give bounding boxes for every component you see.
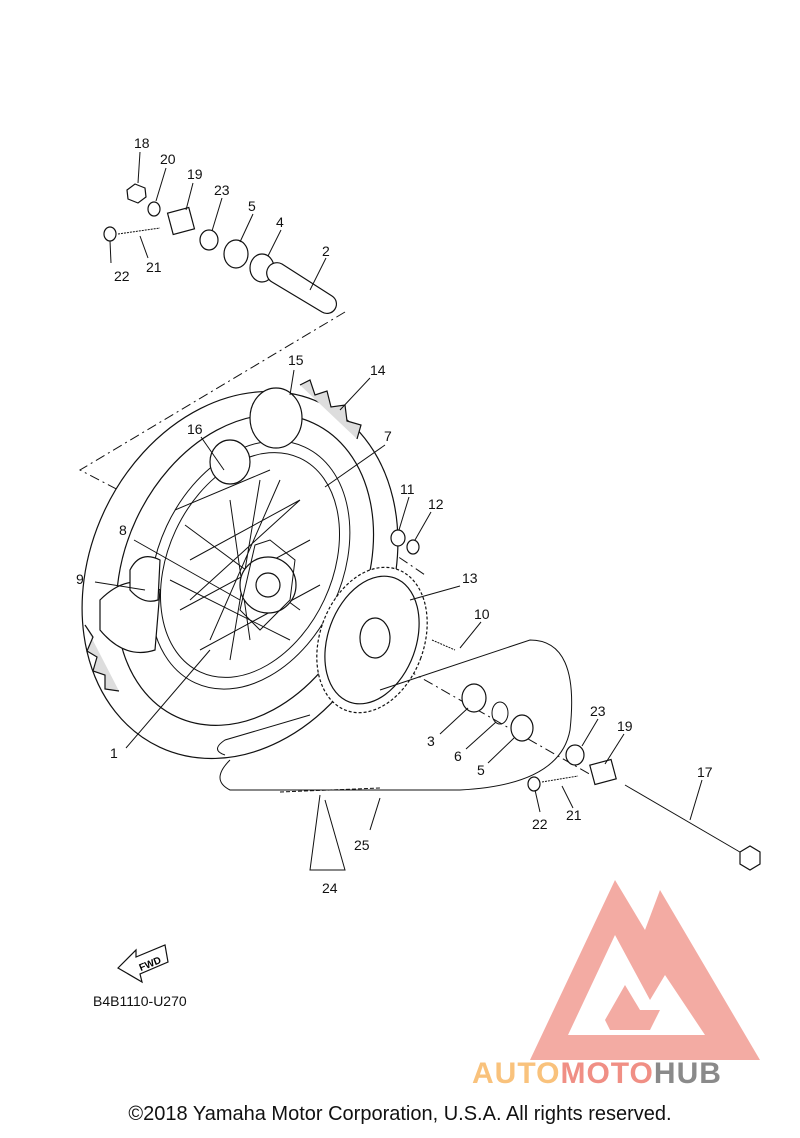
- automotohub-wordmark: AUTOMOTOHUB: [472, 1057, 722, 1091]
- callout-21-top: 21: [146, 259, 162, 275]
- drive-chain: [217, 639, 573, 793]
- callout-13: 13: [462, 570, 478, 586]
- fwd-arrow-icon: FWD: [117, 944, 169, 984]
- automotohub-logo: [530, 880, 760, 1060]
- callout-20: 20: [160, 151, 176, 167]
- top-axle-parts: [103, 183, 338, 315]
- callout-21-bottom: 21: [566, 807, 582, 823]
- callout-numbers: 18 20 19 23 5 4 2 21 22 15 14 16 7 11 12…: [76, 135, 713, 896]
- callout-19-bottom: 19: [617, 718, 633, 734]
- callout-1: 1: [110, 745, 118, 761]
- callout-19-top: 19: [187, 166, 203, 182]
- callout-17: 17: [697, 764, 713, 780]
- callout-23-top: 23: [214, 182, 230, 198]
- callout-6: 6: [454, 748, 462, 764]
- callout-15: 15: [288, 352, 304, 368]
- callout-3: 3: [427, 733, 435, 749]
- callout-12: 12: [428, 496, 444, 512]
- leader-lines: [94, 151, 703, 871]
- sprocket: [316, 566, 428, 714]
- callout-11: 11: [400, 481, 415, 497]
- callout-9: 9: [76, 571, 84, 587]
- drawing-code: B4B1110-U270: [93, 993, 187, 1009]
- callout-8: 8: [119, 522, 127, 538]
- callout-10: 10: [474, 606, 490, 622]
- brand-hub: HUB: [653, 1057, 722, 1090]
- brand-auto: AUTO: [472, 1057, 561, 1090]
- callout-5-bottom: 5: [477, 762, 485, 778]
- callout-5-top: 5: [248, 198, 256, 214]
- callout-22-bottom: 22: [532, 816, 548, 832]
- callout-18: 18: [134, 135, 150, 151]
- callout-22-top: 22: [114, 268, 130, 284]
- brand-moto: MOTO: [560, 1057, 654, 1090]
- hub-parts: [99, 387, 303, 654]
- bottom-axle-parts: [390, 529, 761, 871]
- callout-23-bottom: 23: [590, 703, 606, 719]
- callout-4: 4: [276, 214, 284, 230]
- callout-16: 16: [187, 421, 203, 437]
- callout-2: 2: [322, 243, 330, 259]
- callout-14: 14: [370, 362, 386, 378]
- callout-25: 25: [354, 837, 370, 853]
- callout-24: 24: [322, 880, 338, 896]
- callout-7: 7: [384, 428, 392, 444]
- rim-and-spokes: [149, 440, 351, 690]
- copyright-notice: ©2018 Yamaha Motor Corporation, U.S.A. A…: [128, 1103, 672, 1125]
